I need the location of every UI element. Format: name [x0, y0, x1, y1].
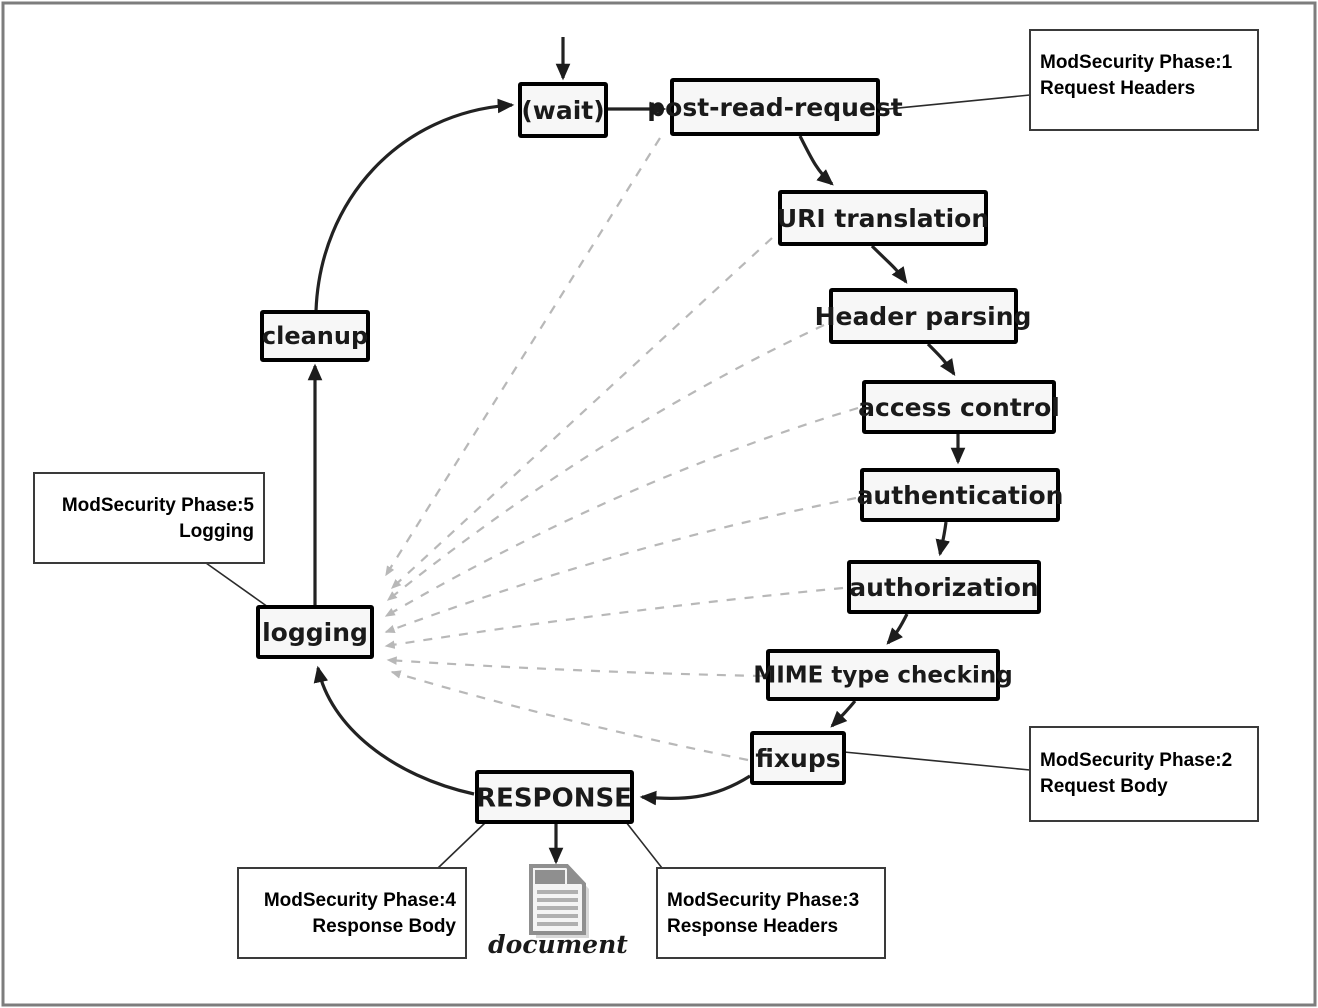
document-icon-lines [537, 890, 578, 926]
document-icon-header-band [535, 870, 565, 884]
flow-edges [307, 37, 966, 865]
note-phase-1[interactable]: ModSecurity Phase:1 Request Headers [1029, 29, 1259, 131]
edge-header-to-access [926, 342, 956, 376]
note-phase-2-line-2: Request Body [1040, 776, 1168, 797]
logging-edge-post-read [385, 137, 661, 577]
note-phase-2[interactable]: ModSecurity Phase:2 Request Body [1029, 726, 1259, 822]
logging-collector-edges [384, 137, 859, 762]
note-phase-3[interactable]: ModSecurity Phase:3 Response Headers [656, 867, 886, 959]
logging-edge-mime [386, 656, 763, 678]
node-fixups[interactable]: fixups [750, 731, 846, 785]
edge-response-to-logging [313, 665, 475, 796]
logging-edge-header [386, 324, 825, 601]
note-phase-3-line-1: ModSecurity Phase:3 [667, 890, 859, 911]
edge-authz-to-mime [886, 613, 909, 645]
node-post-read-request[interactable]: post-read-request [647, 78, 903, 136]
node-uri-translation[interactable]: URI translation [777, 190, 989, 246]
leader-phase3 [625, 821, 663, 869]
note-phase-2-line-1: ModSecurity Phase:2 [1040, 750, 1232, 771]
edge-fixups-to-response [639, 774, 751, 806]
leader-phase2 [843, 751, 1031, 771]
node-authorization-label: authorization [849, 573, 1038, 602]
leader-phase5 [205, 562, 269, 608]
node-logging-label: logging [262, 618, 368, 647]
leader-phase4 [437, 821, 487, 869]
node-authorization[interactable]: authorization [847, 560, 1041, 614]
logging-edge-uri [390, 237, 773, 589]
node-logging[interactable]: logging [256, 605, 374, 659]
logging-edge-fixups [390, 670, 749, 762]
logging-edge-authz [384, 586, 844, 649]
note-phase-4-line-2: Response Body [312, 916, 456, 937]
node-response-label: RESPONSE [476, 784, 632, 814]
edge-uri-to-header [870, 244, 908, 284]
node-wait-label: (wait) [521, 96, 604, 125]
leader-phase1 [877, 94, 1031, 111]
logging-edge-authn [384, 496, 857, 634]
edge-post-read-to-uri [798, 135, 834, 186]
document-icon-fold [567, 866, 584, 884]
node-header-parsing-label: Header parsing [815, 302, 1032, 331]
node-uri-translation-label: URI translation [777, 204, 989, 233]
node-access-control-label: access control [858, 393, 1060, 422]
node-mime-type-checking-label: MIME type checking [753, 663, 1012, 689]
note-phase-4-line-1: ModSecurity Phase:4 [264, 890, 457, 911]
node-access-control[interactable]: access control [858, 380, 1060, 434]
note-phase-5-line-1: ModSecurity Phase:5 [62, 495, 255, 516]
note-phase-5[interactable]: ModSecurity Phase:5 Logging [33, 472, 265, 564]
note-phase-5-line-2: Logging [179, 521, 254, 542]
edge-authn-to-authz [935, 521, 950, 557]
node-cleanup-label: cleanup [262, 322, 368, 350]
node-fixups-label: fixups [755, 744, 840, 773]
logging-edge-access [384, 406, 859, 617]
node-mime-type-checking[interactable]: MIME type checking [753, 649, 1013, 701]
document-icon-group: document [488, 864, 628, 959]
note-phase-1-line-2: Request Headers [1040, 78, 1195, 99]
modsecurity-phase-notes: ModSecurity Phase:1 Request Headers ModS… [33, 29, 1259, 959]
node-authentication[interactable]: authentication [857, 468, 1064, 522]
document-caption: document [488, 930, 628, 959]
note-leader-lines [205, 94, 1031, 869]
note-phase-4[interactable]: ModSecurity Phase:4 Response Body [237, 867, 467, 959]
edge-mime-to-fixups [830, 699, 857, 728]
node-wait[interactable]: (wait) [518, 82, 608, 138]
node-cleanup[interactable]: cleanup [260, 310, 370, 362]
node-header-parsing[interactable]: Header parsing [815, 288, 1032, 344]
note-phase-3-line-2: Response Headers [667, 916, 838, 937]
node-post-read-request-label: post-read-request [647, 93, 903, 122]
node-response[interactable]: RESPONSE [475, 770, 634, 824]
note-phase-1-line-1: ModSecurity Phase:1 [1040, 52, 1233, 73]
edge-cleanup-to-wait [314, 98, 515, 312]
flow-nodes: (wait) post-read-request URI translation… [256, 78, 1064, 824]
node-authentication-label: authentication [857, 481, 1064, 510]
